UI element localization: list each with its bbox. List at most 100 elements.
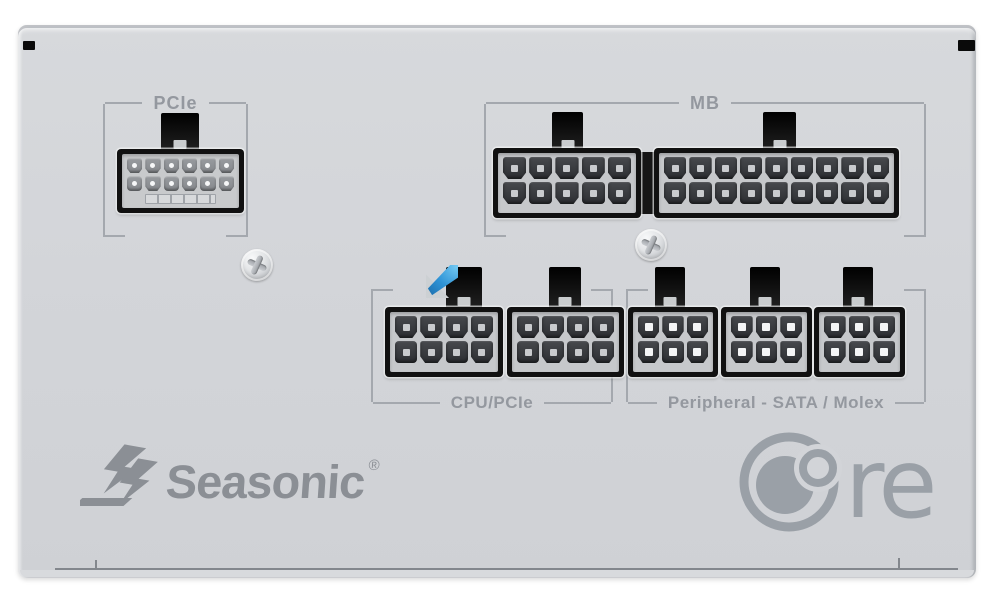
seasonic-logo: Seasonic® [80, 444, 381, 516]
registered-trademark: ® [367, 457, 381, 474]
connector-pin [841, 157, 864, 179]
peripheral-group-label: Peripheral - SATA / Molex [667, 393, 885, 412]
connector-pin [555, 182, 579, 204]
connector-pin [664, 157, 687, 179]
connector-pin [607, 157, 631, 179]
blue-corner-sticker [426, 265, 458, 300]
mb-10pin-connector [493, 148, 641, 218]
connector-pin [218, 158, 234, 173]
peripheral-6pin-connector-1 [628, 307, 718, 377]
connector-pin [420, 316, 443, 338]
connector-pin [445, 341, 468, 363]
core-series-logo: re [739, 428, 937, 536]
peripheral-latch-slot-2 [750, 267, 780, 310]
connector-pin [542, 341, 564, 363]
connector-pin [740, 157, 763, 179]
connector-pin [581, 157, 605, 179]
seam-tick-left [95, 560, 97, 570]
connector-pin [127, 176, 143, 191]
connector-pin [529, 182, 553, 204]
connector-pin [145, 176, 161, 191]
connector-pin [866, 182, 889, 204]
connector-pin [517, 316, 539, 338]
connector-pin [714, 157, 737, 179]
connector-pin [200, 176, 216, 191]
mount-notch-right [958, 40, 975, 51]
mb-latch-slot-left [552, 112, 583, 153]
connector-pin [542, 316, 564, 338]
connector-pin [555, 157, 579, 179]
connector-pin [765, 182, 788, 204]
connector-pin [638, 316, 660, 338]
peripheral-6pin-connector-3 [814, 307, 905, 377]
latch-strip [145, 194, 216, 204]
cpu-pcie-8pin-connector-2 [507, 307, 624, 377]
peripheral-latch-slot-1 [655, 267, 685, 310]
connector-pin [127, 158, 143, 173]
connector-pin [567, 316, 589, 338]
connector-pin [470, 341, 493, 363]
cpu-latch-slot-2 [549, 267, 581, 310]
connector-pin [731, 316, 753, 338]
connector-pin [689, 157, 712, 179]
seasonic-emblem-icon [80, 444, 158, 506]
connector-pin [607, 182, 631, 204]
connector-pin [816, 157, 839, 179]
mb-group-outline: MB [484, 93, 926, 237]
connector-pin [824, 341, 846, 363]
connector-pin [567, 341, 589, 363]
connector-pin [848, 341, 871, 363]
connector-pin [780, 341, 802, 363]
connector-pin [686, 341, 708, 363]
pcie-latch-slot [161, 113, 199, 153]
connector-pin [181, 176, 198, 191]
peripheral-6pin-connector-2 [721, 307, 812, 377]
connector-pin [790, 157, 813, 179]
mb-latch-slot-right [763, 112, 796, 153]
connector-pin [873, 341, 895, 363]
peripheral-latch-slot-3 [843, 267, 873, 310]
mb-18pin-connector [654, 148, 899, 218]
connector-pin [765, 157, 788, 179]
connector-pin [420, 341, 443, 363]
connector-pin [592, 316, 614, 338]
connector-pin [664, 182, 687, 204]
brand-text: Seasonic [164, 455, 367, 508]
core-re-text: re [845, 428, 933, 536]
pcie-12pin-connector [117, 149, 244, 213]
connector-pin [592, 341, 614, 363]
connector-pin [755, 341, 778, 363]
connector-pin [395, 341, 418, 363]
connector-pin [503, 182, 527, 204]
connector-pin [873, 316, 895, 338]
connector-pin [581, 182, 605, 204]
connector-pin [200, 158, 216, 173]
connector-pin [503, 157, 527, 179]
phillips-screw-icon [635, 229, 667, 261]
connector-pin [662, 316, 684, 338]
connector-pin [755, 316, 778, 338]
cpu-pcie-8pin-connector-1 [385, 307, 503, 377]
connector-pin [866, 157, 889, 179]
connector-pin [740, 182, 763, 204]
pcie-group-outline: PCIe [103, 93, 248, 237]
panel-seam-line [55, 568, 958, 570]
cpu-pcie-group-label: CPU/PCIe [450, 393, 534, 412]
panel-bottom-lip [20, 570, 974, 577]
connector-pin [816, 182, 839, 204]
connector-pin [780, 316, 802, 338]
connector-pin [163, 176, 179, 191]
mount-notch-left [23, 41, 35, 50]
connector-pin [181, 158, 198, 173]
connector-pin [689, 182, 712, 204]
connector-pin [470, 316, 493, 338]
connector-pin [848, 316, 871, 338]
pcie-group-label: PCIe [153, 92, 198, 113]
connector-pin [218, 176, 234, 191]
connector-pin [529, 157, 553, 179]
phillips-screw-icon [241, 249, 273, 281]
connector-pin [163, 158, 179, 173]
connector-pin [445, 316, 468, 338]
peripheral-group-outline: Peripheral - SATA / Molex [626, 289, 926, 412]
connector-pin [662, 341, 684, 363]
